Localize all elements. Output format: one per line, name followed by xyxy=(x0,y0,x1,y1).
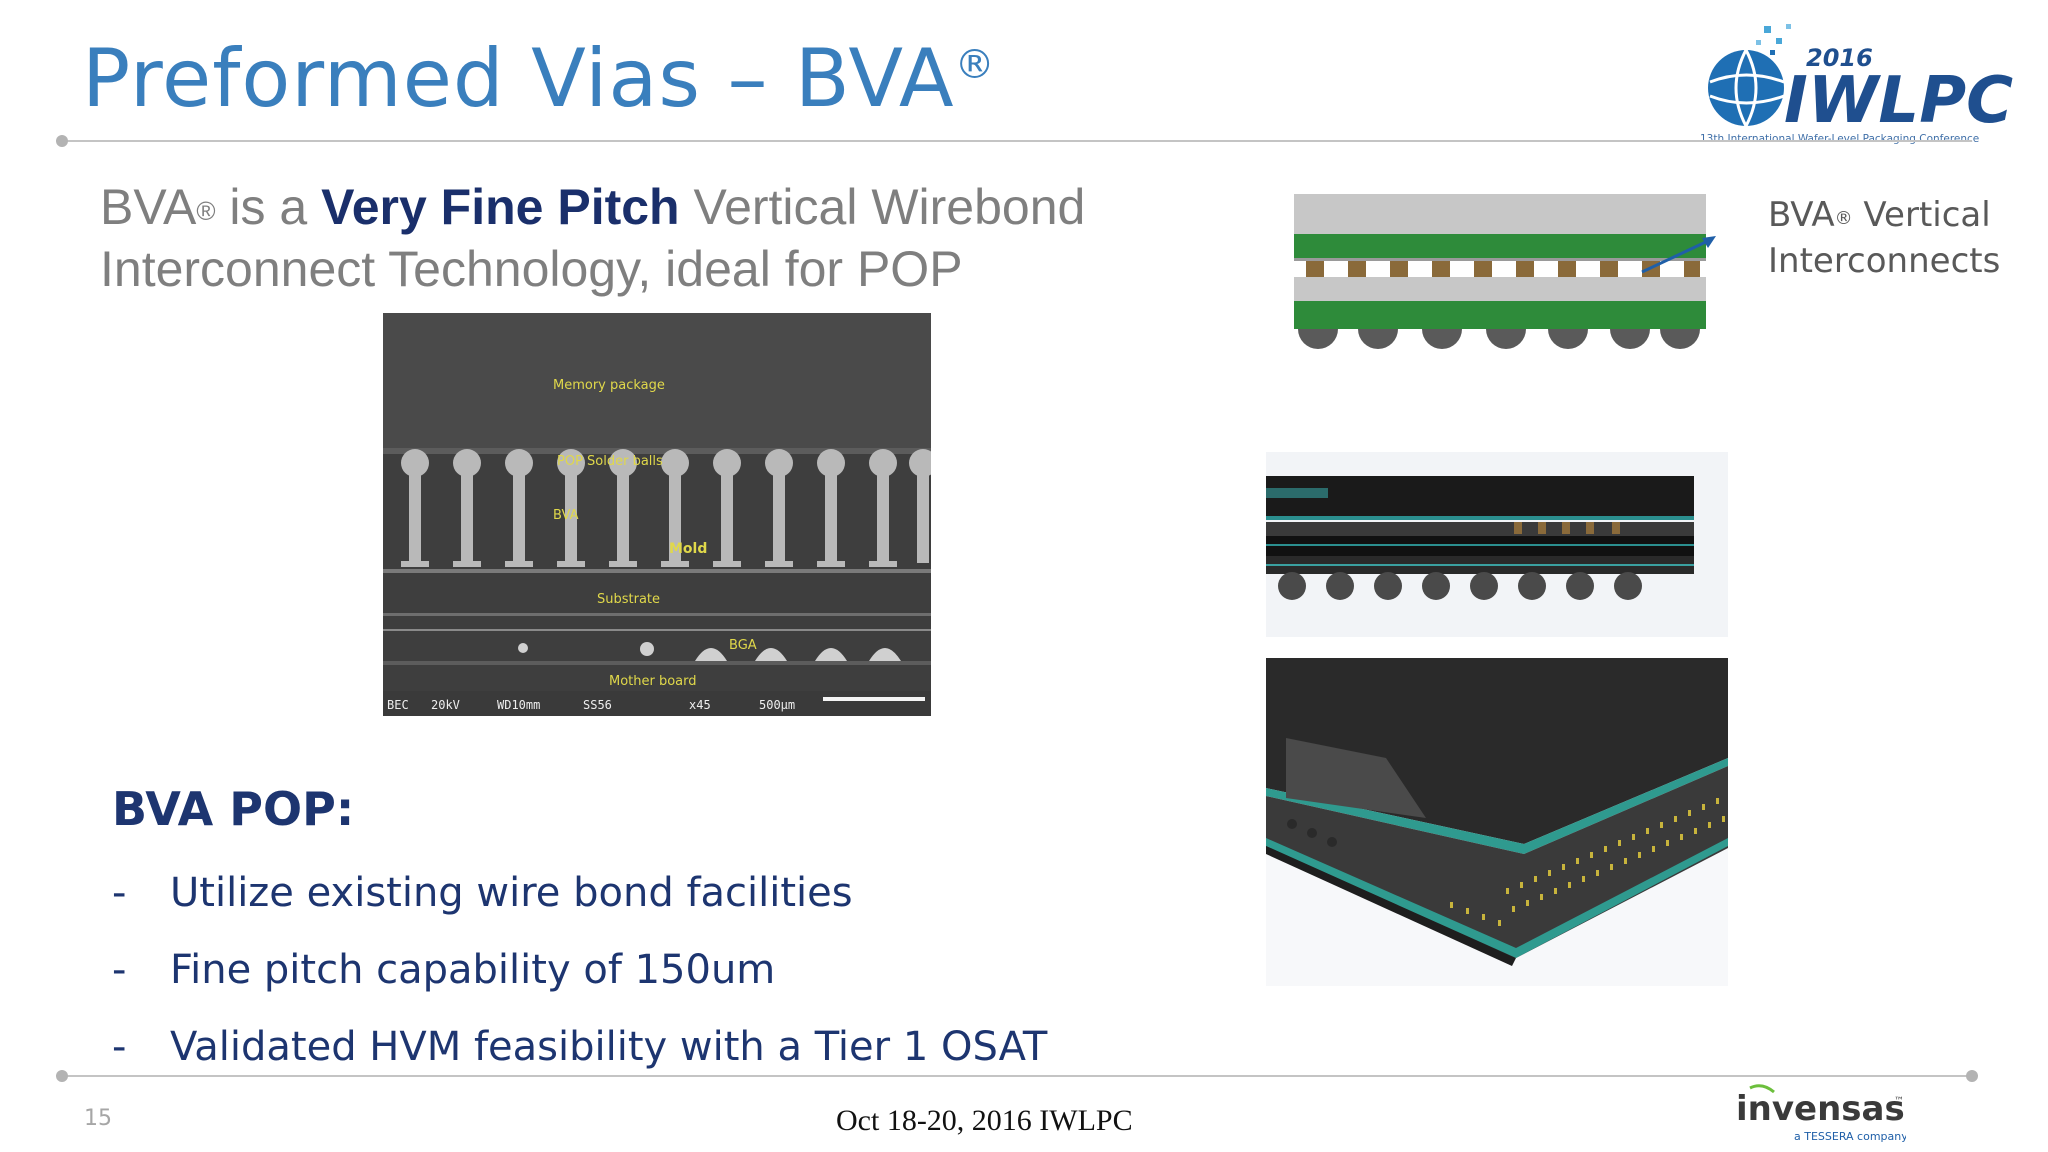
sem-label-bga: BGA xyxy=(729,638,757,653)
package-side-render xyxy=(1266,452,1728,637)
sem-info-voltage: 20kV xyxy=(431,698,460,712)
sem-scale-bar xyxy=(823,697,925,701)
invensas-name: invensas xyxy=(1736,1089,1905,1129)
render1-bga-balls xyxy=(1278,572,1642,600)
callout-line-2: Interconnects xyxy=(1768,241,2001,281)
render2-edge-balls xyxy=(1287,819,1337,847)
bottom-divider-dot-right xyxy=(1966,1070,1978,1082)
bullet-item: -Utilize existing wire bond facilities xyxy=(112,870,853,916)
sem-label-substrate: Substrate xyxy=(597,592,660,607)
slide-title-text: Preformed Vias – BVA xyxy=(82,32,955,125)
bottom-divider xyxy=(62,1075,1972,1077)
intro-part3: Vertical Wirebond Interconnect Technolog… xyxy=(100,179,1086,297)
bga-balls xyxy=(518,642,901,661)
bva-cross-section-diagram xyxy=(1294,194,1716,349)
sem-info-ss: SS56 xyxy=(583,698,612,712)
bva-pop-heading: BVA POP: xyxy=(112,782,355,836)
bva-interconnect-row xyxy=(1306,261,1700,277)
bullet-item: -Fine pitch capability of 150um xyxy=(112,947,775,993)
sem-label-mold: Mold xyxy=(669,541,707,557)
iwlpc-year: 2016 xyxy=(1806,44,1873,72)
bullet-dash: - xyxy=(112,1024,127,1070)
render1-interconnects xyxy=(1514,522,1620,534)
callout-bva: BVA xyxy=(1768,195,1835,235)
callout-line-1: BVA® Vertical xyxy=(1768,192,2000,238)
bottom-divider-dot-left xyxy=(56,1070,68,1082)
sem-label-bva: BVA xyxy=(553,508,579,523)
sem-info-mode: BEC xyxy=(387,698,409,712)
callout-vertical: Vertical xyxy=(1852,195,1991,235)
top-divider xyxy=(62,140,1972,142)
bva-wire-columns xyxy=(401,449,931,567)
bga-ball-row xyxy=(1298,329,1700,349)
sem-label-mother-board: Mother board xyxy=(609,674,697,689)
intro-registered: ® xyxy=(196,196,216,226)
package-isometric-render xyxy=(1266,658,1728,986)
bullet-item: -Validated HVM feasibility with a Tier 1… xyxy=(112,1024,1047,1070)
sem-info-mag: x45 xyxy=(689,698,711,712)
iwlpc-logo: 2016 IWLPC 13th International Wafer-Leve… xyxy=(1700,24,2013,145)
sem-info-wd: WD10mm xyxy=(497,698,540,712)
invensas-trademark: ™ xyxy=(1894,1096,1904,1107)
callout-arrow-head xyxy=(1702,236,1716,248)
intro-part2: is a xyxy=(215,179,322,235)
iwlpc-tagline: 13th International Wafer-Level Packaging… xyxy=(1700,133,1979,145)
sem-label-pop-solder-balls: POP Solder balls xyxy=(557,454,663,469)
bullet-dash: - xyxy=(112,947,127,993)
invensas-swoosh-icon xyxy=(1749,1084,1775,1094)
intro-statement: BVA® is a Very Fine Pitch Vertical Wireb… xyxy=(100,176,1160,300)
invensas-tagline: a TESSERA company xyxy=(1794,1130,1906,1143)
slide-title-registered: ® xyxy=(954,42,996,88)
callout-arrow-line xyxy=(1641,238,1711,274)
globe-icon xyxy=(1708,24,1791,127)
top-divider-dot-left xyxy=(56,135,68,147)
iwlpc-name: IWLPC xyxy=(1784,64,2013,138)
bullet-text: Validated HVM feasibility with a Tier 1 … xyxy=(170,1024,1048,1070)
sem-cross-section-image: Memory package POP Solder balls BVA Mold… xyxy=(383,313,931,716)
bullet-text: Utilize existing wire bond facilities xyxy=(170,870,853,916)
sem-info-scale: 500μm xyxy=(759,698,795,712)
intro-bold: Very Fine Pitch xyxy=(321,179,680,235)
callout-registered: ® xyxy=(1834,208,1853,229)
render2-via-array xyxy=(1450,798,1725,926)
footer-date: Oct 18-20, 2016 IWLPC xyxy=(836,1104,1133,1137)
sem-label-memory-package: Memory package xyxy=(553,378,665,393)
page-number: 15 xyxy=(84,1106,112,1131)
bva-interconnects-callout: BVA® Vertical Interconnects xyxy=(1768,192,2000,284)
bullet-text: Fine pitch capability of 150um xyxy=(170,947,776,993)
slide-title: Preformed Vias – BVA® xyxy=(82,32,996,125)
bullet-dash: - xyxy=(112,870,127,916)
intro-part1: BVA xyxy=(100,179,197,235)
invensas-logo: invensas ™ a TESSERA company xyxy=(1736,1084,1906,1143)
